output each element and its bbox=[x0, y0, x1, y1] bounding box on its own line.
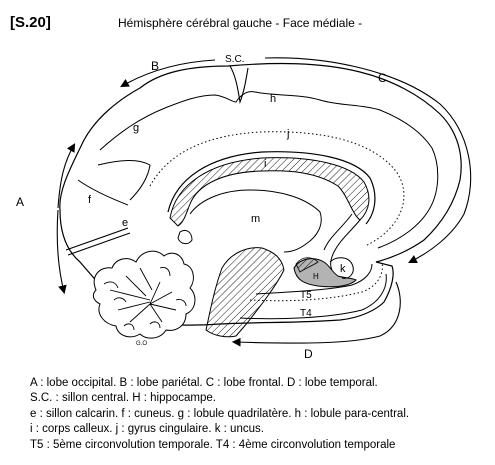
arrow-A-up bbox=[57, 143, 76, 209]
label-T4: T4 bbox=[300, 308, 312, 319]
central-sulcus bbox=[229, 65, 249, 105]
cingulate-gyrus bbox=[149, 131, 405, 247]
label-T5: T5 bbox=[300, 290, 312, 301]
cerebellum bbox=[92, 250, 196, 339]
label-D: D bbox=[304, 347, 313, 361]
brainstem bbox=[205, 247, 285, 338]
calcarine-sulcus bbox=[65, 227, 131, 256]
arrow-D bbox=[231, 281, 401, 347]
label-i: i bbox=[264, 158, 266, 170]
cuneus-line bbox=[77, 179, 129, 206]
label-C: C bbox=[378, 71, 387, 85]
label-m: m bbox=[251, 213, 260, 225]
fornix-inner bbox=[323, 213, 353, 251]
arrow-B bbox=[120, 59, 216, 88]
label-j: j bbox=[286, 128, 289, 140]
parietal-sulcus bbox=[97, 160, 151, 201]
label-B: B bbox=[151, 59, 159, 73]
corpus-callosum-hatched bbox=[169, 157, 370, 227]
label-go: G.O bbox=[136, 341, 147, 347]
hemisphere-outline bbox=[59, 62, 462, 326]
temporal-lobe-line bbox=[255, 263, 373, 295]
hippocampus-hatch bbox=[295, 257, 319, 273]
legend: A : lobe occipital. B : lobe pariétal. C… bbox=[30, 376, 490, 453]
label-H: H bbox=[313, 272, 319, 281]
label-A: A bbox=[16, 195, 24, 209]
uncus bbox=[329, 257, 354, 279]
plate-id: [S.20] bbox=[10, 14, 51, 31]
legend-line: S.C. : sillon central. H : hippocampe. bbox=[30, 392, 216, 405]
fornix bbox=[330, 219, 361, 271]
label-e: e bbox=[122, 217, 128, 229]
corpus-callosum-outer bbox=[167, 151, 376, 225]
diagram-title: Hémisphère cérébral gauche - Face médial… bbox=[118, 16, 362, 30]
t4-gyrus bbox=[239, 273, 387, 320]
label-k: k bbox=[340, 263, 346, 275]
legend-line: i : corps calleux. j : gyrus cingulaire.… bbox=[30, 423, 264, 436]
thalamus-area bbox=[189, 189, 322, 253]
label-f: f bbox=[88, 194, 92, 206]
legend-line: e : sillon calcarin. f : cuneus. g : lob… bbox=[30, 407, 410, 420]
label-h: h bbox=[270, 93, 276, 105]
arrow-C bbox=[264, 57, 472, 263]
label-sc: S.C. bbox=[225, 54, 244, 65]
pineal-loop bbox=[177, 229, 193, 245]
label-g: g bbox=[133, 122, 139, 134]
legend-line: T5 : 5ème circonvolution temporale. T4 :… bbox=[30, 438, 396, 451]
gyral-boundary bbox=[99, 91, 439, 249]
arrow-A-down bbox=[56, 209, 67, 295]
legend-line: A : lobe occipital. B : lobe pariétal. C… bbox=[30, 377, 378, 389]
